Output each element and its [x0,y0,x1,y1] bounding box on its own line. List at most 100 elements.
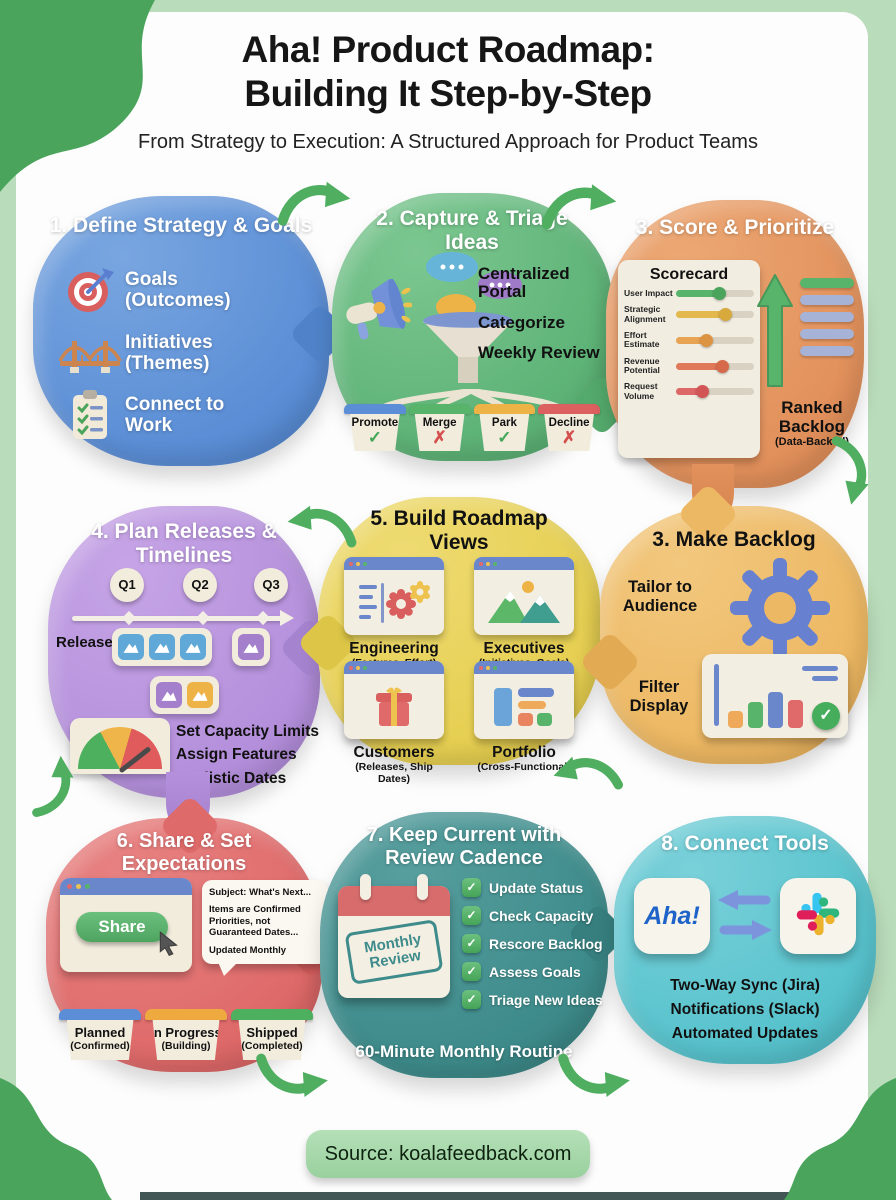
arrow-step2-to-step3 [541,184,617,230]
check-icon: ✓ [497,428,512,447]
bucket-label: In Progress [150,1024,222,1040]
status-bucket-shipped: Shipped(Completed) [231,1008,313,1060]
release-card [150,676,219,714]
arrow-step7-to-step8 [558,1053,630,1097]
step-item-label: Initiatives (Themes) [125,331,213,374]
bucket-rim [473,404,536,414]
arrow-step3-down [831,436,869,505]
step-3-title: 3. Score & Prioritize [635,216,835,239]
check-icon: ✓ [462,934,481,953]
cursor-icon [156,930,182,961]
checklist-item: ✓Update Status [462,878,603,897]
cross-icon: ✗ [432,428,447,447]
bottom-accent-band [140,1192,896,1200]
page-title-line1: Aha! Product Roadmap: [241,29,655,70]
step-item-label: Connect to Work [125,393,225,436]
step-make-backlog-blob: 3. Make Backlog Tailor to Audience Filte… [578,482,868,764]
check-icon: ✓ [812,702,840,730]
scorecard-row: Strategic Alignment [624,305,754,324]
bucket-label: Promote [351,417,399,429]
arrow-step1-to-step2 [277,181,351,226]
mountains-icon [474,570,574,635]
ranked-backlog-label: Ranked Backlog (Data-Backed) [758,398,866,448]
view-label: Portfolio [492,744,556,761]
bucket-label: Park [491,417,517,429]
slider [676,333,754,347]
step-7-blob: 7. Keep Current with Review Cadence Mont… [320,812,630,1078]
quarter-marker: Q3 [254,568,288,602]
slack-tile [780,878,856,954]
timeline [72,610,294,626]
scorecard-row: Request Volume [624,382,754,401]
step-8-blob: 8. Connect Tools Aha! Two-Way Sync (Jira… [614,816,876,1064]
scorecard-row: User Impact [624,287,754,301]
source-text: Source: koalafeedback.com [324,1142,572,1165]
scorecard-panel: Scorecard User Impact Strategic Alignmen… [618,260,760,458]
speech-bubbles-icon [416,249,526,334]
step-1-title: 1. Define Strategy & Goals [49,214,313,237]
step-item-label: Automated Updates [671,1025,819,1043]
bucket-label: Planned [74,1024,126,1040]
result-label: Ranked Backlog [778,398,846,437]
mountain-icon [118,634,144,660]
mountain-icon [149,634,175,660]
check-icon: ✓ [462,962,481,981]
aha-logo: Aha! [644,901,700,930]
step-6-blob: 6. Share & Set Expectations Share Subjec… [46,794,344,1072]
bucket-rim [538,404,600,414]
clipboard-icon [55,388,125,442]
capacity-gauge-icon [70,718,170,774]
slider [676,359,754,373]
source-pill: Source: koalafeedback.com [306,1130,590,1178]
bubble-line: Subject: What's Next... [209,887,312,898]
target-icon [55,262,125,318]
step-4-title: 4. Plan Releases & Timelines [91,520,277,568]
arrow-to-step4 [287,505,357,548]
timeline-arrowhead [280,610,294,626]
triage-bucket-promote: Promote✓ [344,404,406,451]
status-bucket-planned: Planned(Confirmed) [59,1008,141,1060]
mountain-icon [187,682,213,708]
bucket-rim [344,404,406,414]
checklist-label: Assess Goals [489,963,581,980]
quarter-marker: Q1 [110,568,144,602]
bucket-sublabel: (Confirmed) [70,1040,130,1052]
gear-icon [728,556,832,665]
gift-icon [344,674,444,739]
step-item-label: Notifications (Slack) [670,1001,820,1019]
result-sublabel: (Data-Backed) [775,436,849,449]
scorecard-title: Scorecard [649,266,729,283]
funnel-icon [418,311,518,400]
calendar-icon: Monthly Review [338,874,450,998]
checklist-label: Update Status [489,879,584,896]
slider [676,287,754,301]
share-window: Share [60,878,192,972]
quarter-marker: Q2 [183,568,217,602]
bucket-rim [231,1008,313,1020]
list-item: Initiatives (Themes) [55,331,313,375]
page-subtitle: From Strategy to Execution: A Structured… [138,131,758,154]
roadmap-view-customers: Customers (Releases, Ship Dates) [344,661,444,785]
scorecard-row: Revenue Potential [624,356,754,376]
bridge-icon [55,331,125,375]
view-sublabel: (Releases, Ship Dates) [355,761,433,786]
mountain-icon [180,634,206,660]
criterion-label: User Impact [624,288,673,298]
check-icon: ✓ [367,428,382,447]
releases-label: Releases [56,634,122,651]
list-item: Goals (Outcomes) [55,262,313,318]
roadmap-view-portfolio: Portfolio (Cross-Functional) [474,661,574,773]
mountain-icon [156,682,182,708]
bucket-label: Merge [422,417,457,429]
triage-bucket-merge: Merge✗ [408,404,471,451]
view-label: Executives [483,640,565,657]
step-item-label: Assign Features [176,746,297,764]
bubble-line: Updated Monthly [209,944,287,956]
step-2-blob: 2. Capture & Triage Ideas Centralized Po… [332,193,634,461]
make-backlog-title: 3. Make Backlog [652,528,816,551]
slider [676,385,754,399]
status-bucket-in-progress: In Progress(Building) [145,1008,227,1060]
bucket-label: Decline [548,417,590,429]
step-item-label: Tailor to Audience [622,578,698,615]
